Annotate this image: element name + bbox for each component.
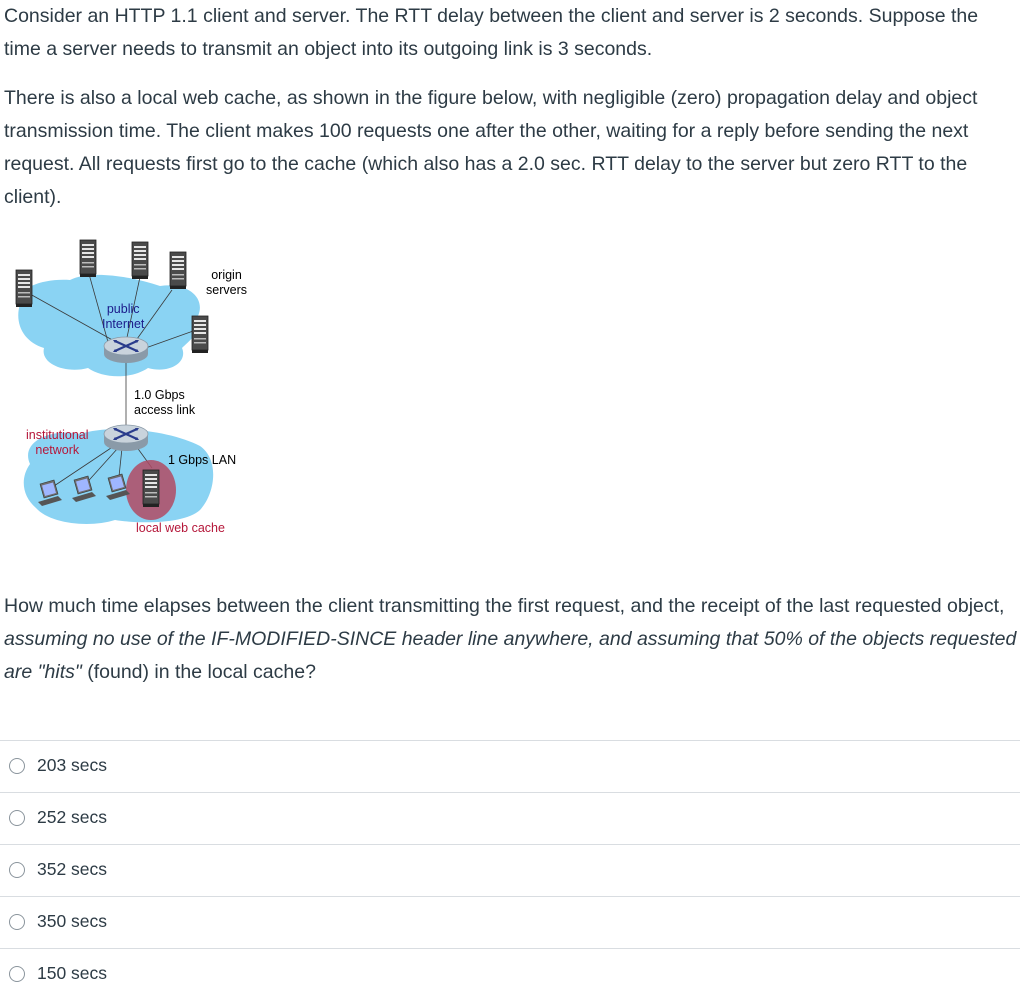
prompt-start: How much time elapses between the client…: [4, 595, 1005, 617]
server-icon: [131, 241, 149, 280]
answer-label: 150 secs: [37, 963, 108, 983]
answer-label: 252 secs: [37, 807, 108, 827]
network-diagram: origin servers public Internet 1.0 Gbps …: [10, 232, 270, 552]
answer-label: 352 secs: [37, 859, 108, 879]
answer-list: 203 secs 252 secs 352 secs 350 secs 150 …: [0, 740, 1020, 1000]
answer-option[interactable]: 252 secs: [0, 792, 1020, 844]
router-icon: [102, 423, 150, 453]
router-icon: [102, 335, 150, 365]
answer-option[interactable]: 350 secs: [0, 896, 1020, 948]
radio-button[interactable]: [9, 810, 25, 826]
question-prompt: How much time elapses between the client…: [4, 590, 1020, 689]
access-link-label: 1.0 Gbps access link: [134, 388, 196, 417]
question-intro: Consider an HTTP 1.1 client and server. …: [4, 5, 979, 60]
server-icon: [191, 315, 209, 354]
server-icon: [169, 251, 187, 290]
lan-label: 1 Gbps LAN: [168, 453, 237, 467]
radio-button[interactable]: [9, 758, 25, 774]
radio-button[interactable]: [9, 966, 25, 982]
cache-server-icon: [142, 469, 160, 508]
server-icon: [15, 269, 33, 308]
network-diagram-svg: [15, 239, 214, 524]
answer-label: 203 secs: [37, 755, 108, 775]
origin-servers-label: origin servers: [206, 268, 247, 297]
prompt-end: (found) in the local cache?: [81, 661, 316, 683]
prompt-italic: assuming no use of the IF-MODIFIED-SINCE…: [4, 628, 1017, 683]
local-web-cache-label: local web cache: [136, 521, 225, 535]
institutional-network-label: institutional network: [26, 428, 89, 457]
public-internet-cloud: [18, 274, 201, 377]
answer-option[interactable]: 203 secs: [0, 740, 1020, 792]
answer-label: 350 secs: [37, 911, 108, 931]
radio-button[interactable]: [9, 862, 25, 878]
public-internet-label: public Internet: [102, 302, 145, 331]
answer-option[interactable]: 150 secs: [0, 948, 1020, 1000]
answer-option[interactable]: 352 secs: [0, 844, 1020, 896]
server-icon: [79, 239, 97, 278]
radio-button[interactable]: [9, 914, 25, 930]
question-setup: There is also a local web cache, as show…: [4, 87, 978, 208]
